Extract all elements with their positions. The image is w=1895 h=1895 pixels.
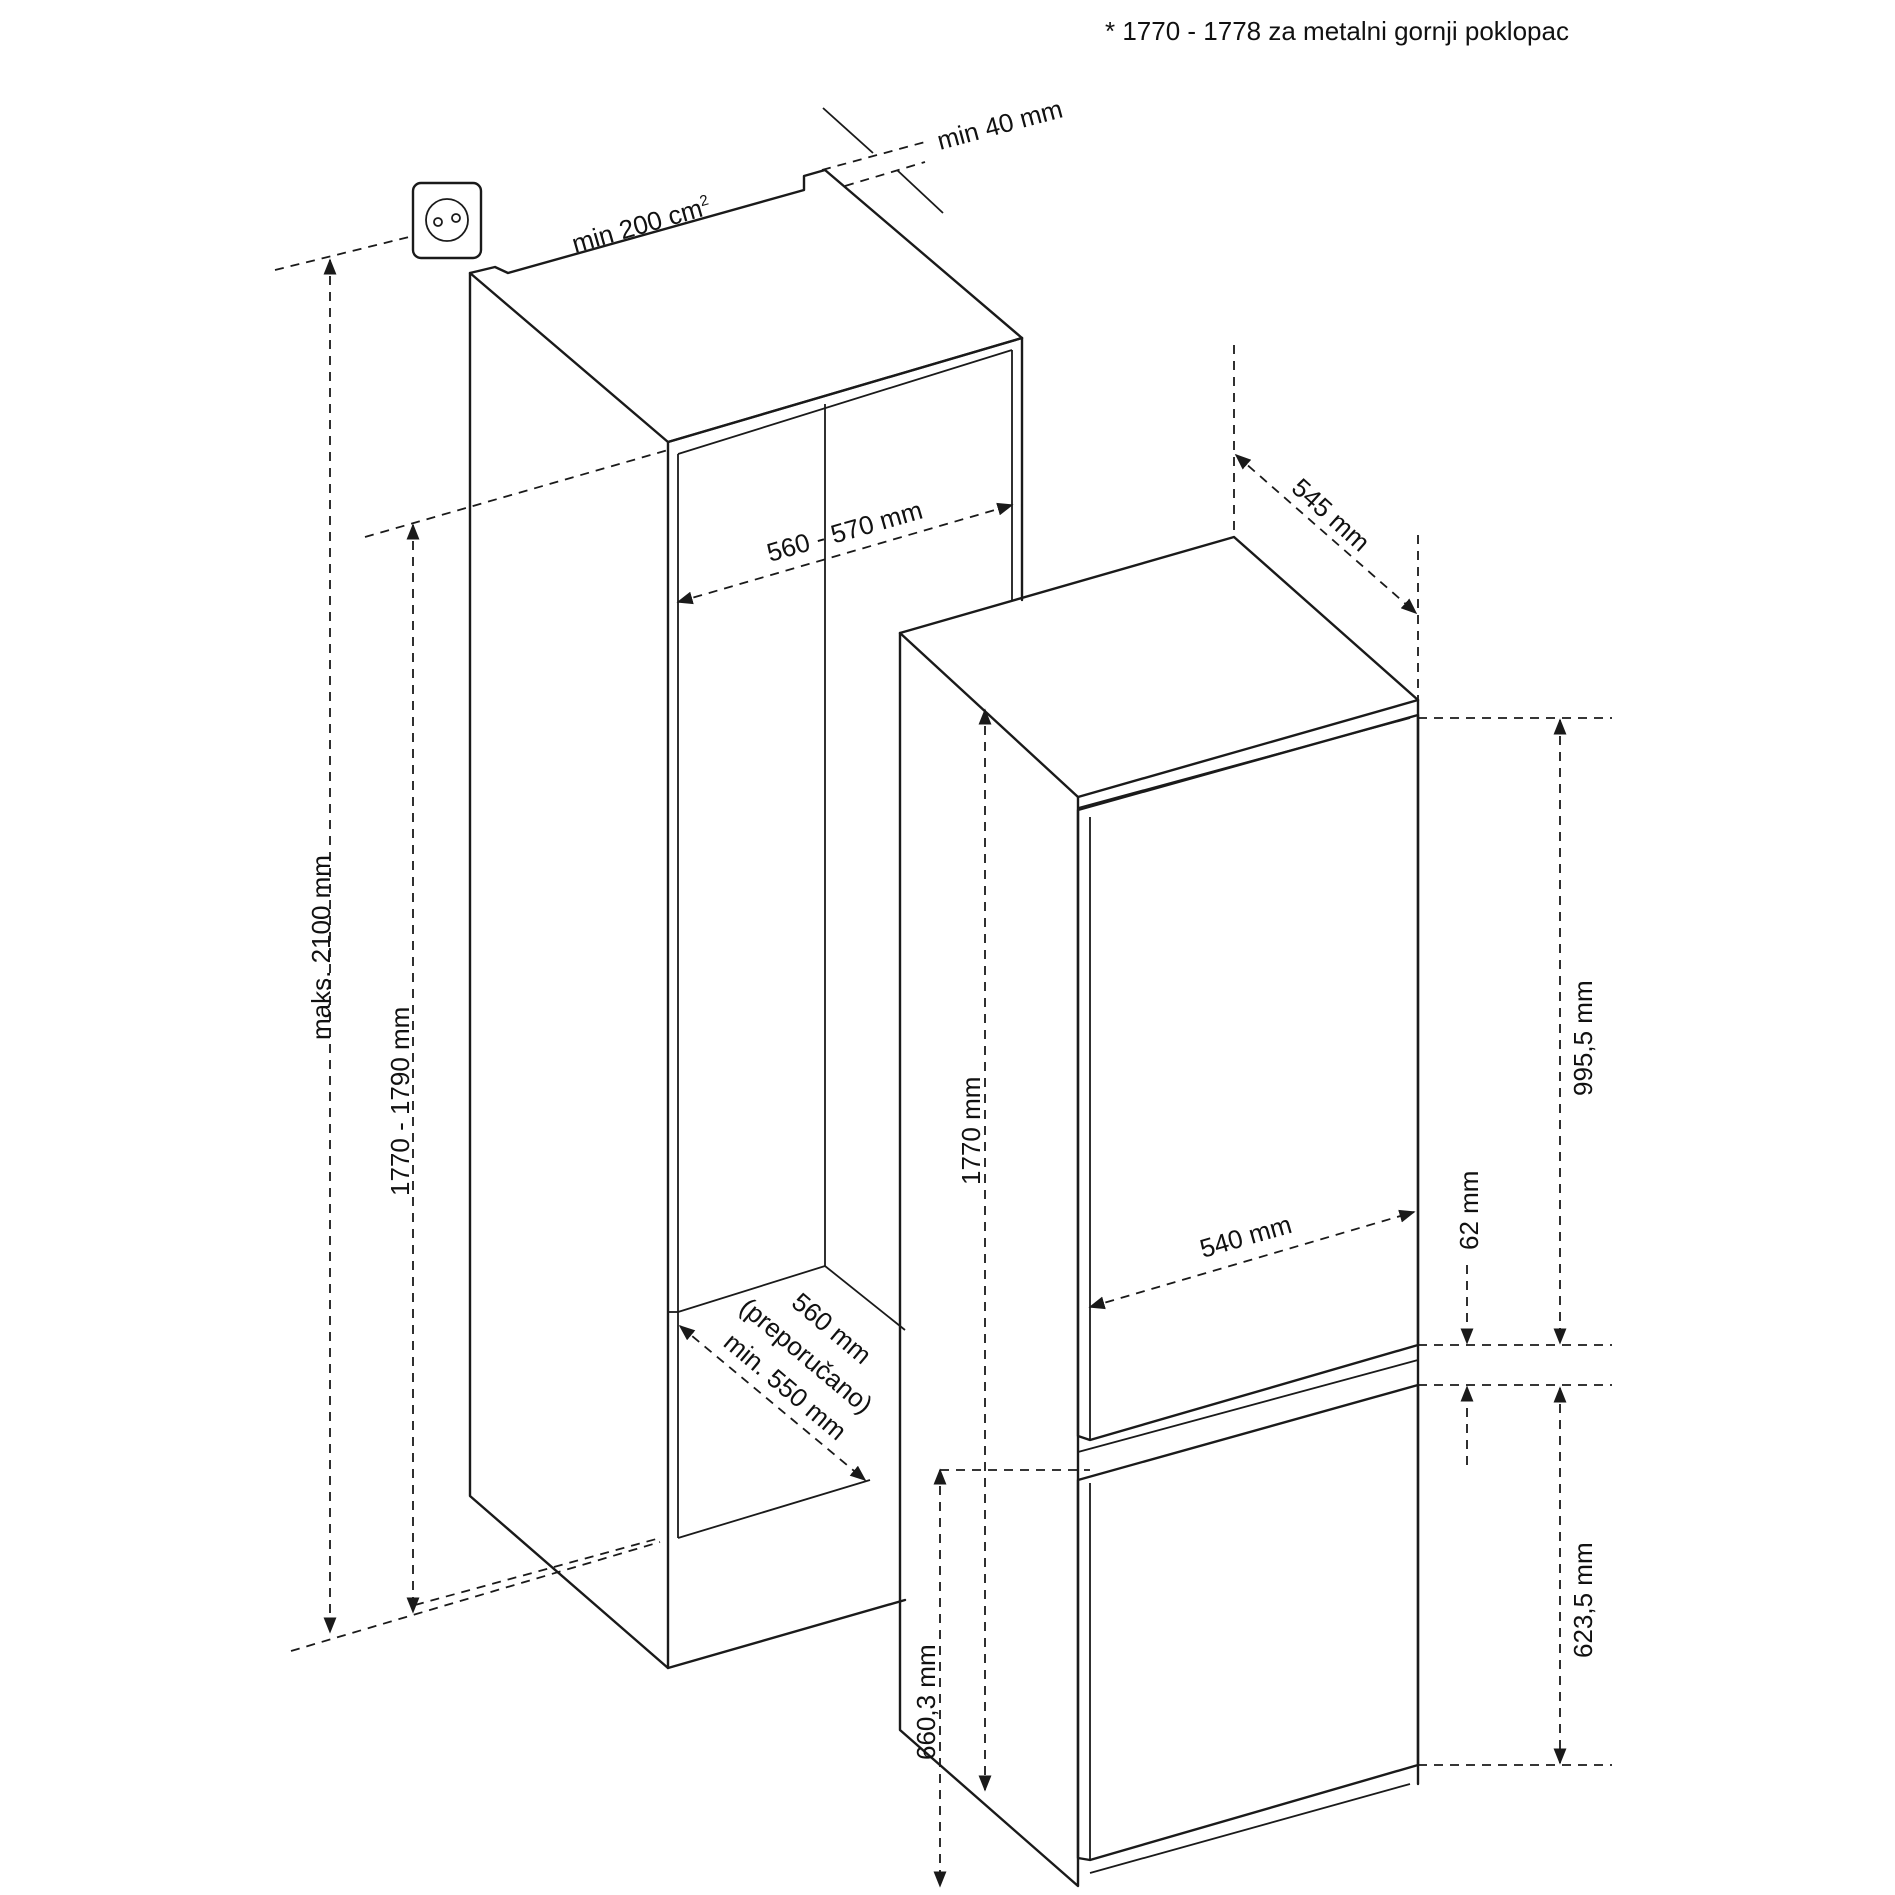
label-upper-door: 995,5 mm [1568,980,1598,1096]
label-niche-height: 1770 - 1790 mm [385,1007,415,1196]
label-lower-door: 623,5 mm [1568,1542,1598,1658]
label-max-height: maks. 2100 mm [306,855,336,1040]
label-niche-width: 560 - 570 mm [763,495,925,568]
dim-lower-door: 623,5 mm [1553,1386,1598,1765]
dim-niche-width: 560 - 570 mm [676,495,1014,605]
dim-niche-height: 1770 - 1790 mm [364,449,669,1614]
label-gap: 62 mm [1454,1171,1484,1250]
label-lower-height: 660,3 mm [911,1644,941,1760]
dim-upper-door: 995,5 mm [1553,718,1598,1345]
label-width: 540 mm [1196,1209,1295,1264]
power-socket-icon [411,181,483,260]
fridge-appliance [898,535,1420,1888]
label-min-200: min 200 cm2 [568,191,713,259]
dim-lower-height: 660,3 mm [911,1468,1090,1888]
dim-niche-depth: 560 mm (preporučano) min. 550 mm [678,1287,879,1482]
niche-cabinet [468,168,1024,1670]
label-appliance-height: 1770 mm [956,1077,986,1185]
dim-width: 540 mm [1088,1209,1416,1310]
label-min-40: min 40 mm [934,94,1066,156]
dim-appliance-height: 1770 mm [956,708,992,1792]
dim-right-extensions [1418,717,1612,1766]
dim-min-200: min 200 cm2 [568,191,713,259]
dim-min-40: min 40 mm [821,94,1066,214]
dim-max-height: maks. 2100 mm [274,235,661,1652]
metal-cover-note: * 1770 - 1778 za metalni gornji poklopac [1105,16,1569,46]
label-depth: 545 mm [1286,472,1376,557]
dim-gap: 62 mm [1454,1171,1484,1465]
dim-depth: 545 mm [1233,345,1419,700]
